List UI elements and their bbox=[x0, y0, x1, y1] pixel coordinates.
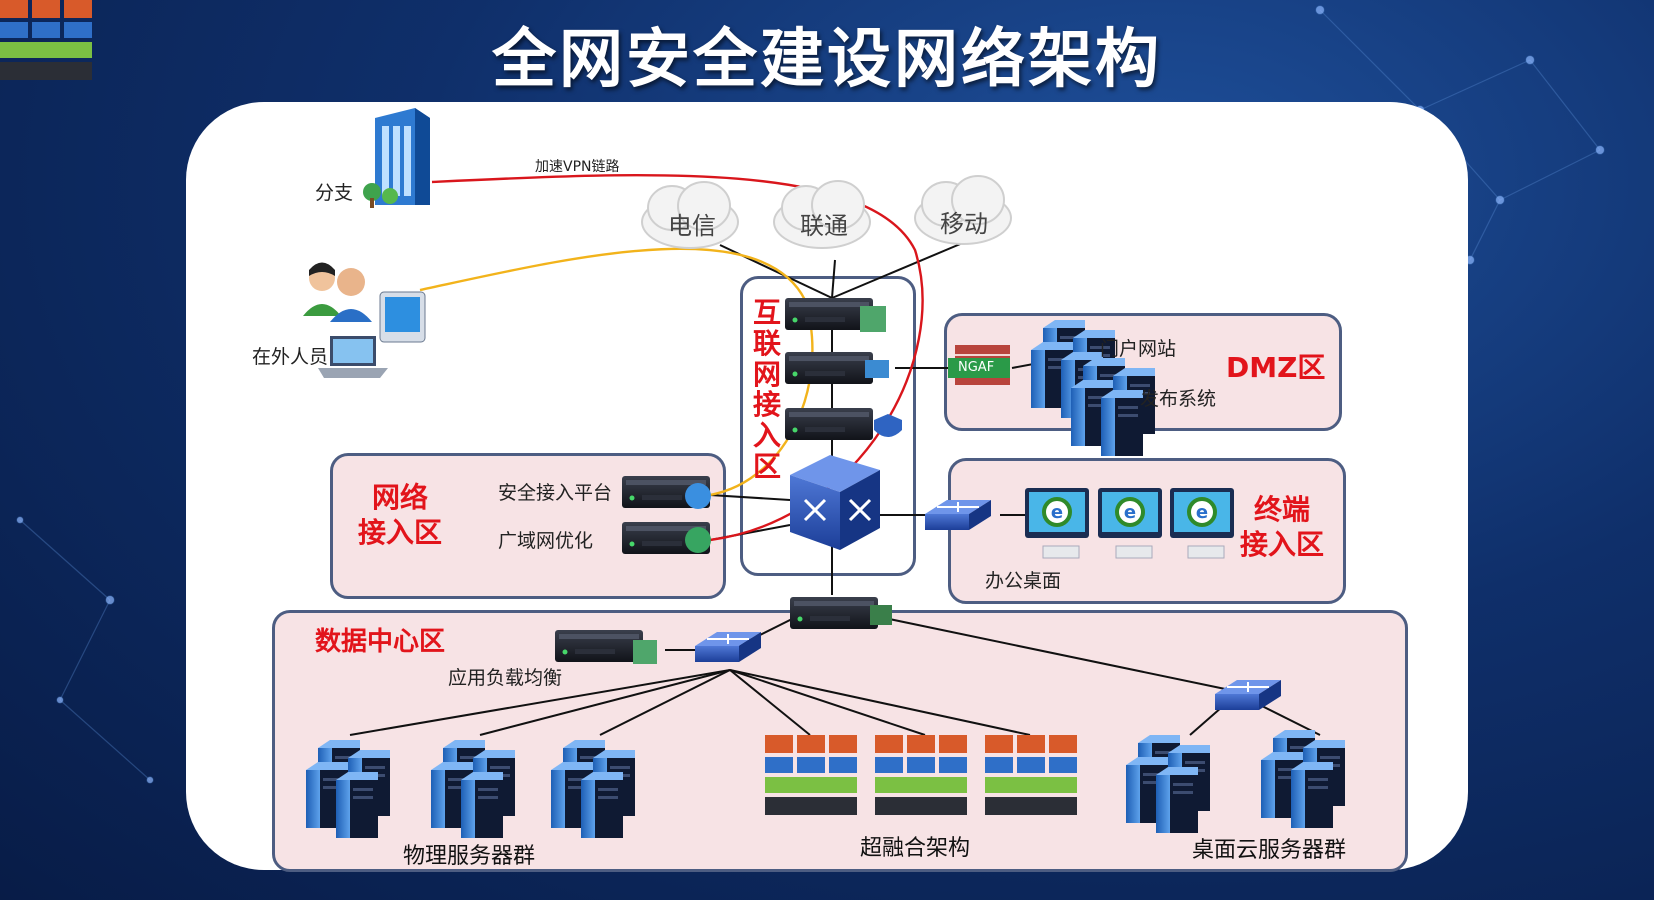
internet-zone-title: 互 联 网 接 入 区 bbox=[753, 296, 782, 483]
wan-optimization-label: 广域网优化 bbox=[498, 530, 594, 552]
cloud-group bbox=[641, 175, 1012, 249]
core-switch-icon bbox=[790, 455, 880, 550]
cloud-label-mobile: 移动 bbox=[940, 210, 988, 238]
load-balance-label: 应用负载均衡 bbox=[448, 667, 563, 689]
hci-label: 超融合架构 bbox=[860, 836, 971, 861]
desktop-cloud-label: 桌面云服务器群 bbox=[1192, 838, 1347, 863]
secure-access-label: 安全接入平台 bbox=[498, 482, 613, 504]
physical-servers-label: 物理服务器群 bbox=[403, 844, 536, 869]
cloud-unicom-icon bbox=[773, 180, 871, 249]
terminal-zone-title: 终端 接入区 bbox=[1240, 493, 1325, 561]
cloud-label-telecom: 电信 bbox=[668, 212, 716, 240]
remote-users-label: 在外人员 bbox=[252, 346, 329, 368]
publish-label: 发布系统 bbox=[1140, 388, 1217, 410]
page-title: 全网安全建设网络架构 bbox=[492, 23, 1162, 97]
datacenter-zone-title: 数据中心区 bbox=[315, 627, 446, 657]
cloud-mobile-icon bbox=[914, 175, 1012, 245]
portal-label: 门户网站 bbox=[1100, 338, 1177, 360]
hci-nodes bbox=[0, 0, 1077, 815]
branch-label: 分支 bbox=[315, 182, 354, 204]
cloud-telecom-icon bbox=[641, 181, 739, 249]
remote-users-icon bbox=[303, 262, 426, 378]
network-access-zone-title: 网络 接入区 bbox=[358, 481, 443, 549]
dmz-zone-title: DMZ区 bbox=[1226, 351, 1326, 384]
cloud-label-unicom: 联通 bbox=[800, 212, 848, 240]
vpn-link-label: 加速VPN链路 bbox=[535, 159, 620, 175]
ngaf-firewall-icon bbox=[948, 345, 1010, 385]
edge-appliances bbox=[785, 298, 902, 440]
office-desktop-label: 办公桌面 bbox=[985, 570, 1062, 592]
branch-building-icon bbox=[363, 108, 430, 208]
ngaf-label: NGAF bbox=[958, 360, 995, 375]
